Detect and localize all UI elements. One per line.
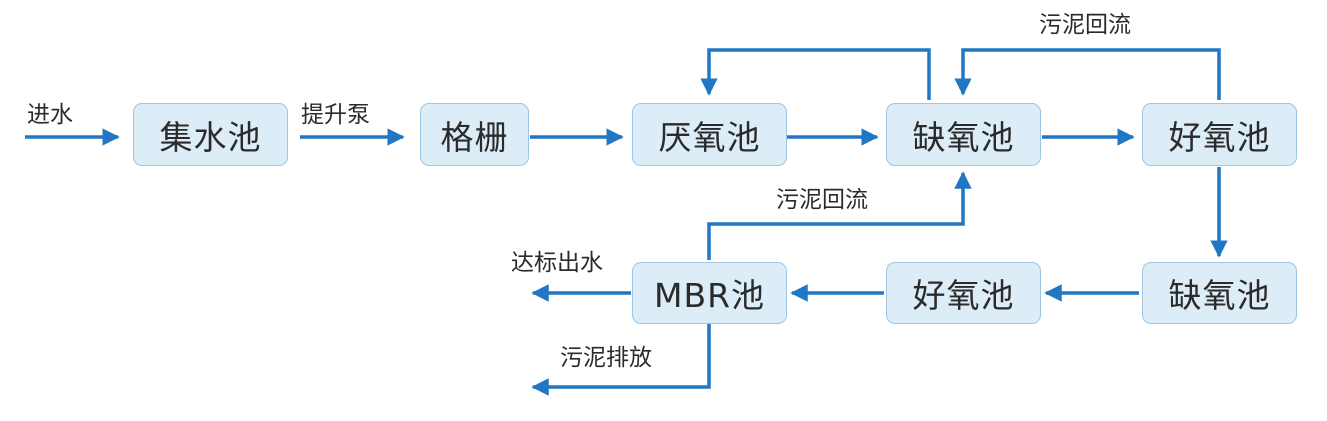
- collection-tank-node[interactable]: 集水池: [133, 103, 288, 166]
- arrow-sludge-return-anoxic-to-anaerobic: [700, 48, 931, 100]
- arrow-sludge-discharge: [531, 323, 711, 396]
- sludge-discharge-label: 污泥排放: [560, 345, 652, 371]
- lift-pump-label: 提升泵: [301, 102, 370, 128]
- mbr-tank-node[interactable]: MBR池: [632, 262, 787, 324]
- anoxic-tank-node-2[interactable]: 缺氧池: [1142, 262, 1297, 324]
- grille-node[interactable]: 格栅: [420, 103, 529, 166]
- effluent-label: 达标出水: [511, 250, 603, 276]
- arrow-sludge-return-mbr-to-anoxic: [707, 171, 972, 260]
- anaerobic-tank-node[interactable]: 厌氧池: [632, 103, 787, 166]
- aerobic-tank-node-2[interactable]: 好氧池: [886, 262, 1041, 324]
- sludge-return-mbr-label: 污泥回流: [776, 187, 868, 213]
- aerobic-tank-node-1[interactable]: 好氧池: [1142, 103, 1297, 166]
- influent-label: 进水: [27, 102, 73, 128]
- arrow-sludge-return-aerobic-to-anoxic: [954, 48, 1221, 100]
- sludge-return-top-label: 污泥回流: [1039, 12, 1131, 38]
- anoxic-tank-node-1[interactable]: 缺氧池: [886, 103, 1041, 166]
